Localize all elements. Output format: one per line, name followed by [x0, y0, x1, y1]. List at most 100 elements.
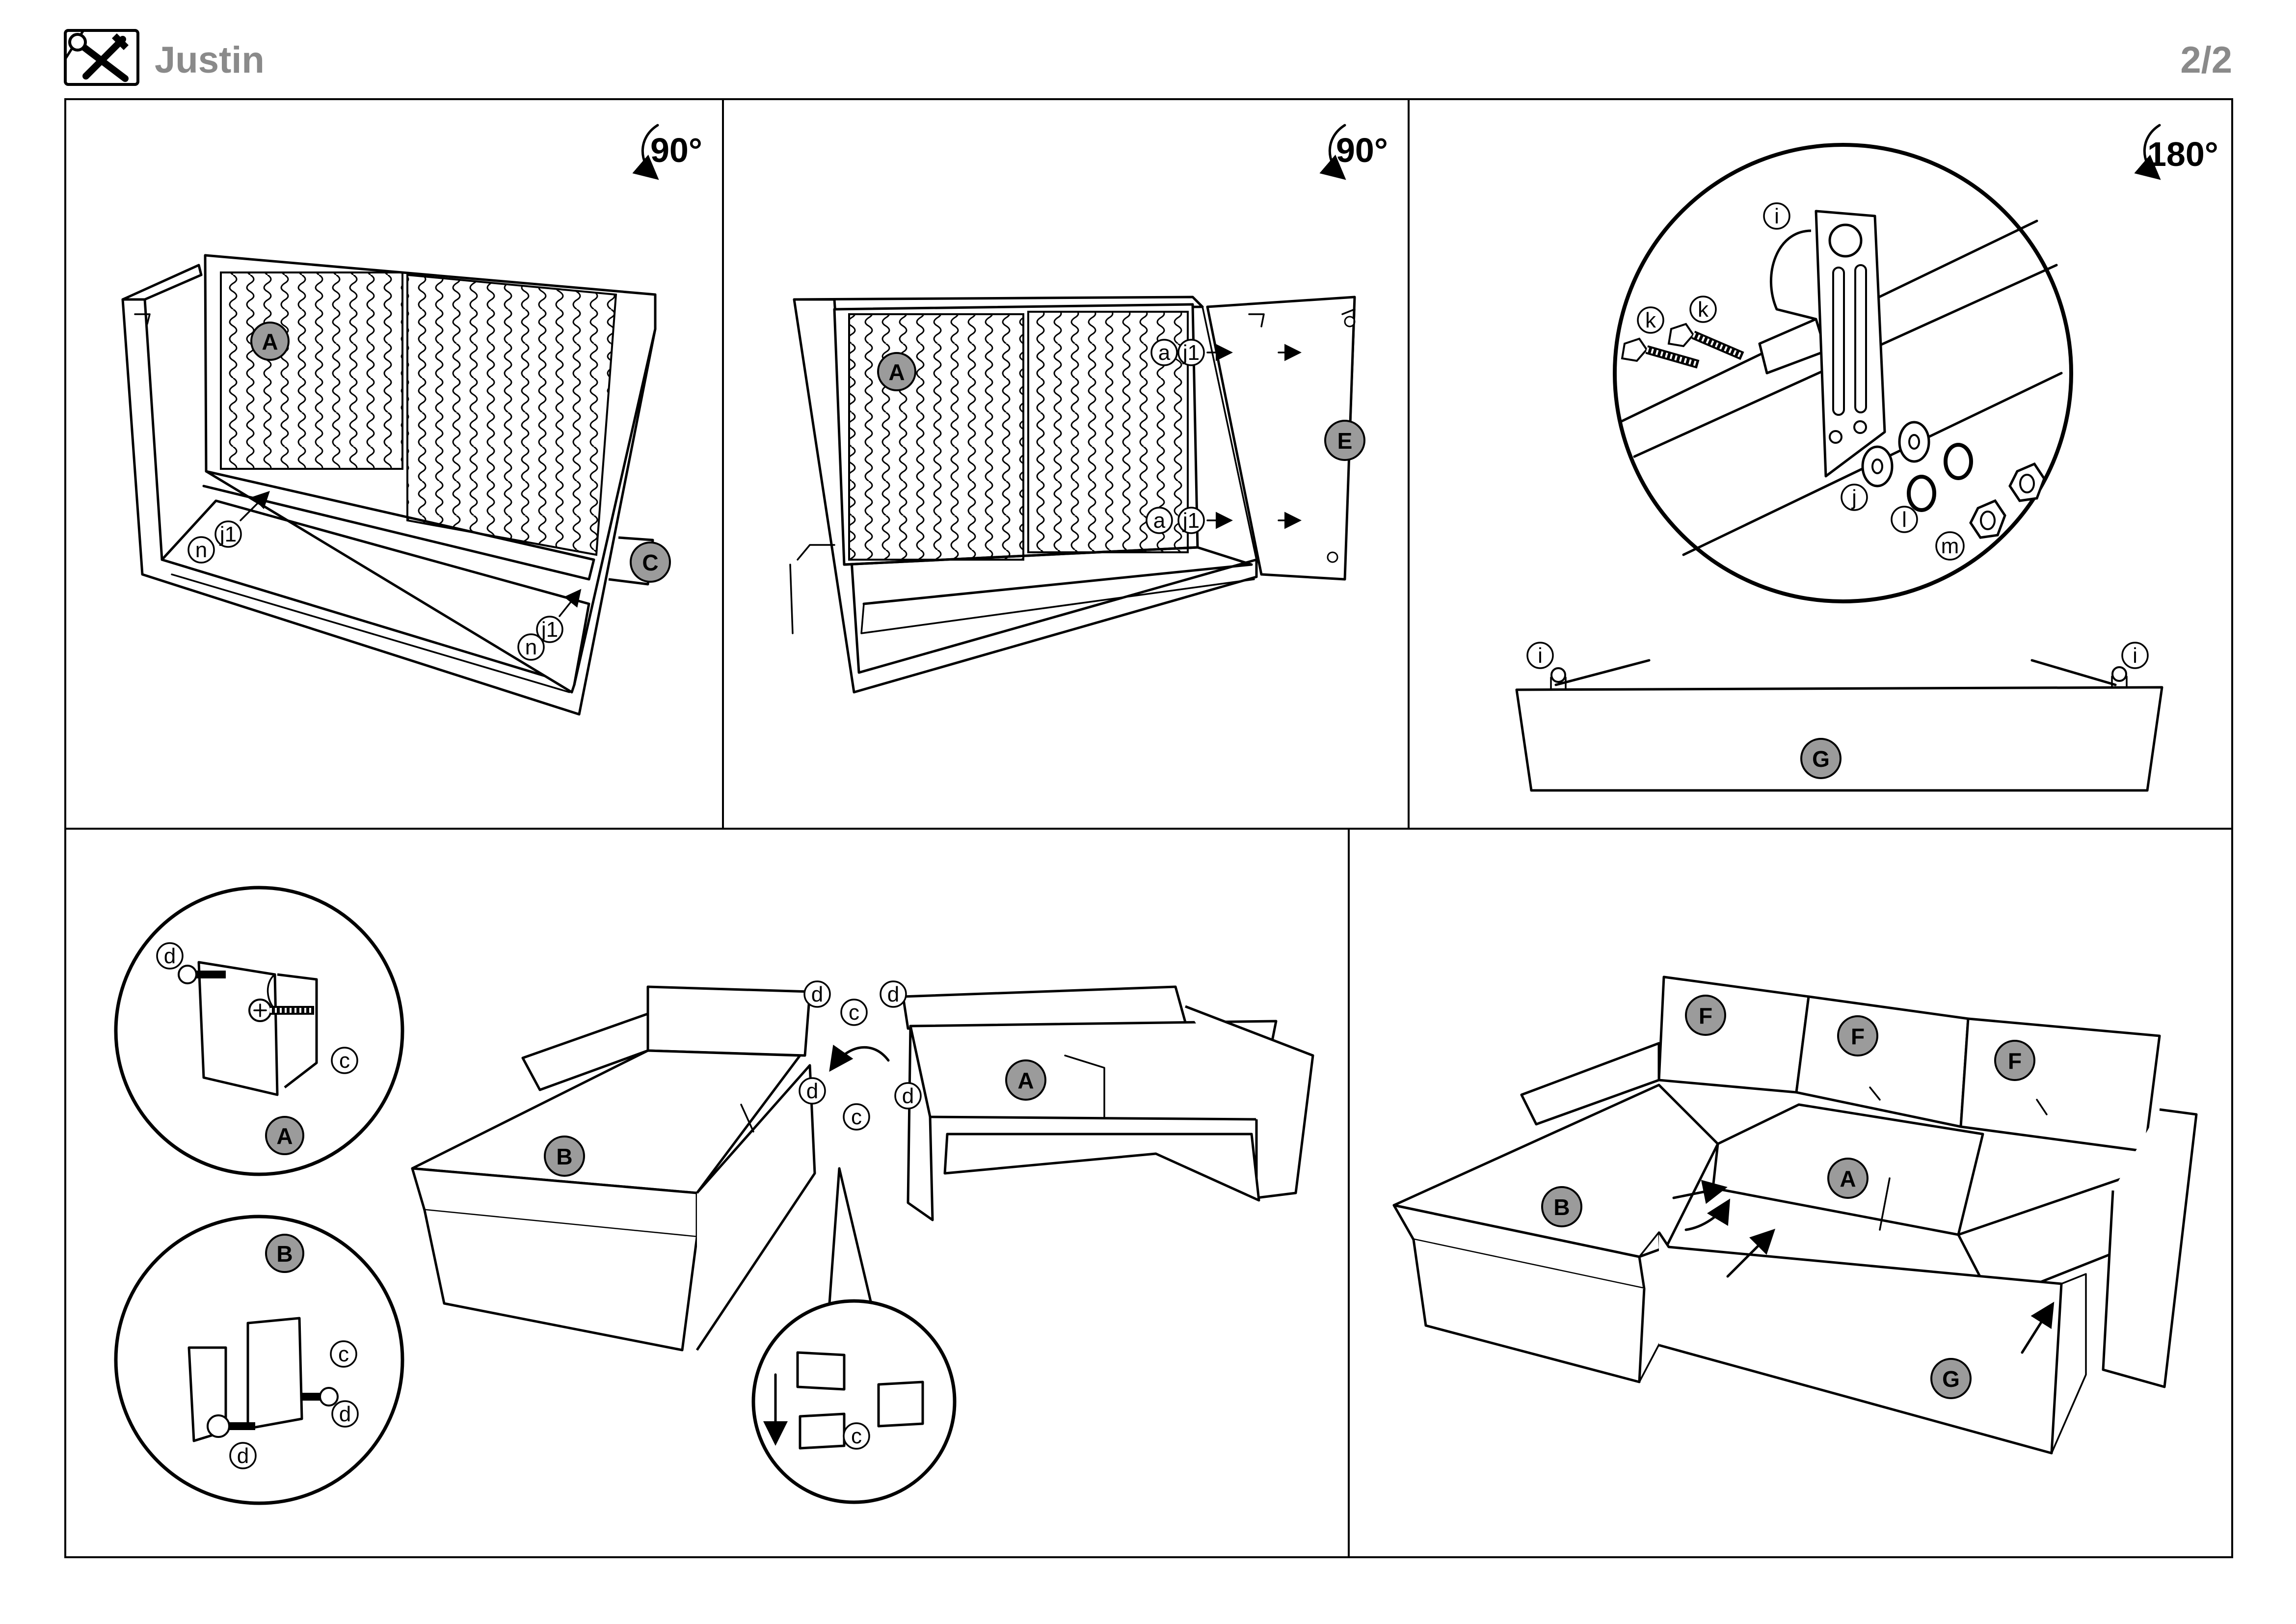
- panel-grid: [64, 98, 2233, 1558]
- svg-text:j: j: [1851, 486, 1857, 510]
- svg-text:i: i: [1538, 644, 1543, 668]
- svg-text:c: c: [339, 1049, 350, 1073]
- svg-text:j1: j1: [1182, 509, 1200, 533]
- chaise-section-B-drawing: [411, 985, 816, 1352]
- part-label-C: C: [630, 541, 671, 583]
- hardware-label-a: a: [1150, 339, 1178, 366]
- hardware-label-l: l: [1891, 506, 1918, 533]
- svg-text:j1: j1: [1182, 341, 1200, 365]
- svg-text:k: k: [1645, 308, 1656, 332]
- bolt-icon: [1621, 337, 1700, 369]
- svg-text:i: i: [2133, 644, 2137, 668]
- part-label-B: B: [1541, 1186, 1582, 1227]
- svg-text:d: d: [902, 1084, 914, 1108]
- spring-washer-icon: [1907, 443, 1973, 512]
- hardware-label-d: d: [803, 980, 831, 1008]
- hardware-label-i-right: i: [2121, 642, 2149, 669]
- hardware-label-c: c: [331, 1047, 358, 1074]
- drawer-G-drawing: [1515, 659, 2163, 792]
- part-label-F: F: [1685, 995, 1726, 1036]
- svg-text:B: B: [1553, 1194, 1570, 1220]
- hardware-label-c: c: [843, 1422, 870, 1450]
- hardware-label-n: n: [187, 536, 215, 564]
- part-label-A: A: [1827, 1158, 1869, 1199]
- svg-text:F: F: [1851, 1024, 1865, 1049]
- hardware-label-a-lower: a: [1146, 507, 1173, 534]
- svg-text:i: i: [1774, 204, 1779, 228]
- hardware-label-j1: j1: [1177, 339, 1205, 366]
- roller-icon: [1550, 667, 1567, 691]
- svg-text:d: d: [164, 944, 176, 968]
- hardware-label-d: d: [331, 1400, 359, 1428]
- step-1-panel: 90° A C j1 n: [121, 124, 702, 716]
- hardware-label-d: d: [880, 980, 907, 1008]
- part-label-B: B: [265, 1234, 304, 1273]
- washer-icon: [1898, 421, 1930, 463]
- nut-icon: [1969, 462, 2046, 539]
- rotation-label: 90°: [650, 131, 702, 169]
- part-label-A: A: [250, 322, 290, 361]
- svg-text:B: B: [276, 1241, 293, 1267]
- svg-text:E: E: [1337, 428, 1353, 454]
- hardware-label-c: c: [840, 999, 868, 1026]
- part-label-F: F: [1994, 1040, 2035, 1081]
- svg-text:d: d: [339, 1402, 351, 1426]
- rotation-label: 180°: [2147, 135, 2218, 173]
- part-label-E: E: [1324, 420, 1365, 461]
- side-panel-E-drawing: [1206, 296, 1356, 581]
- svg-text:c: c: [851, 1105, 862, 1129]
- part-label-A: A: [265, 1116, 304, 1155]
- hardware-label-j1-lower: j1: [536, 616, 563, 643]
- rotation-label: 90°: [1336, 131, 1388, 169]
- rotate-arrow-icon: [1319, 124, 1346, 180]
- svg-text:G: G: [1812, 746, 1830, 772]
- document-title: Justin: [155, 39, 265, 81]
- hardware-label-c: c: [843, 1103, 870, 1131]
- part-label-G: G: [1930, 1358, 1972, 1399]
- svg-text:a: a: [1153, 509, 1166, 533]
- hardware-label-j: j: [1841, 484, 1868, 511]
- sofa-section-A-drawing: [902, 985, 1314, 1221]
- svg-text:c: c: [849, 1001, 859, 1025]
- hardware-label-d: d: [799, 1077, 826, 1105]
- svg-text:j1: j1: [540, 618, 558, 642]
- washer-icon: [1861, 445, 1894, 487]
- hardware-label-n-lower: n: [517, 633, 545, 661]
- hardware-label-j1: j1: [214, 520, 242, 548]
- svg-text:d: d: [811, 982, 823, 1006]
- svg-text:A: A: [1017, 1068, 1034, 1093]
- hardware-label-i: i: [1763, 202, 1790, 230]
- svg-text:F: F: [1699, 1003, 1712, 1029]
- detail-circle-hinge-A: [114, 886, 404, 1176]
- svg-text:A: A: [262, 329, 278, 354]
- svg-text:A: A: [1840, 1166, 1856, 1191]
- detail-circle-hinge-B: [114, 1215, 404, 1505]
- part-label-B: B: [544, 1136, 585, 1177]
- step-4-panel: d c A B c d: [114, 886, 1314, 1505]
- svg-text:a: a: [1158, 341, 1171, 365]
- svg-text:G: G: [1942, 1366, 1960, 1392]
- hardware-label-k-second: k: [1689, 296, 1717, 323]
- roller-icon: [2111, 666, 2128, 688]
- hardware-label-d: d: [894, 1082, 922, 1110]
- part-label-A: A: [1005, 1059, 1046, 1101]
- svg-text:k: k: [1698, 298, 1709, 322]
- step-2-panel: 90° A E: [789, 124, 1388, 694]
- svg-text:F: F: [2008, 1048, 2022, 1074]
- detail-circle-bracket: [751, 1299, 957, 1504]
- step-3-panel: 180°: [1515, 124, 2218, 792]
- rotate-arrow-icon: [2134, 124, 2161, 180]
- svg-text:j1: j1: [219, 522, 237, 546]
- svg-text:l: l: [1902, 508, 1907, 532]
- hardware-label-d: d: [156, 942, 184, 970]
- page-number: 2/2: [2180, 39, 2232, 81]
- hardware-label-m: m: [1935, 531, 1965, 561]
- part-label-F: F: [1837, 1015, 1878, 1056]
- rotate-arrow-icon: [632, 124, 659, 180]
- detail-callout-pointer: [828, 1167, 873, 1305]
- sofa-frame-drawing: [121, 254, 657, 716]
- hardware-label-k: k: [1637, 306, 1664, 334]
- svg-text:C: C: [642, 550, 658, 575]
- svg-text:d: d: [806, 1079, 818, 1103]
